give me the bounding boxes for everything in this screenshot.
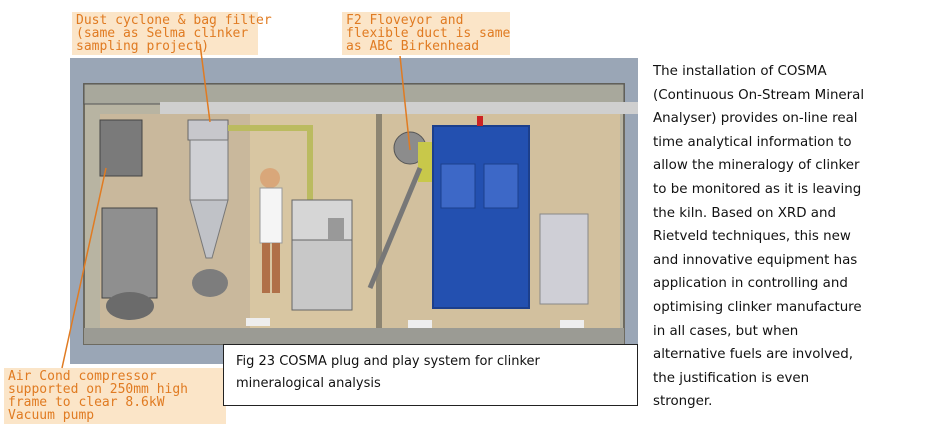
- body-line: application in controlling and: [653, 276, 848, 292]
- container-drawing: [83, 83, 640, 345]
- caption-line-2: mineralogical analysis: [236, 376, 381, 391]
- body-line: The installation of COSMA: [653, 64, 827, 79]
- person-leg-left: [262, 243, 270, 293]
- person-body: [259, 187, 283, 244]
- callout-dust-cyclone: Dust cyclone & bag filter (same as Selma…: [72, 12, 272, 55]
- body-line: in all cases, but when: [653, 323, 799, 339]
- container-top-rail: [83, 83, 625, 105]
- flexible-duct: [367, 167, 423, 289]
- analyser-panel: [328, 218, 344, 240]
- person-head: [260, 168, 280, 188]
- body-line: stronger.: [653, 394, 713, 410]
- vacuum-pump: [101, 207, 158, 299]
- pump-motor: [106, 292, 154, 320]
- xrd-cabinet: [432, 125, 530, 309]
- caption-line-1: Fig 23 COSMA plug and play system for cl…: [236, 354, 540, 369]
- figure-caption: Fig 23 COSMA plug and play system for cl…: [223, 344, 638, 406]
- body-line: Rietveld techniques, this new: [653, 229, 851, 245]
- body-line: to be monitored as it is leaving: [653, 181, 862, 197]
- xrd-window-right: [483, 163, 519, 209]
- body-line: optimising clinker manufacture: [653, 299, 862, 315]
- foot-3: [560, 320, 584, 328]
- callout-f2-floveyor: F2 Floveyor and flexible duct is same as…: [342, 12, 510, 55]
- body-line: Analyser) provides on-line real: [653, 111, 858, 127]
- air-cond-unit: [99, 119, 143, 177]
- control-panel: [539, 213, 589, 305]
- warning-light: [477, 116, 483, 126]
- body-line: time analytical information to: [653, 134, 852, 150]
- cyclone-body: [189, 139, 229, 201]
- xrd-window-left: [440, 163, 476, 209]
- partition-wall: [376, 114, 382, 332]
- body-line: the kiln. Based on XRD and: [653, 205, 836, 221]
- body-paragraph: The installation of COSMA (Continuous On…: [653, 60, 915, 414]
- cosma-container-illustration: [70, 58, 640, 364]
- foot-2: [408, 320, 432, 328]
- person-leg-right: [272, 243, 280, 293]
- callout-air-cond: Air Cond compressor supported on 250mm h…: [4, 368, 226, 424]
- analyser-base: [291, 239, 353, 311]
- roof-vents: [160, 102, 640, 114]
- body-line: and innovative equipment has: [653, 252, 858, 268]
- body-line: allow the mineralogy of clinker: [653, 158, 860, 174]
- foot-1: [246, 318, 270, 326]
- sample-hopper: [192, 269, 228, 297]
- cyclone-cone: [189, 199, 229, 259]
- bag-filter-top: [187, 119, 229, 141]
- container-floor: [84, 328, 624, 344]
- body-line: alternative fuels are involved,: [653, 347, 854, 363]
- body-line: (Continuous On-Stream Mineral: [653, 87, 865, 103]
- body-line: the justification is even: [653, 370, 810, 386]
